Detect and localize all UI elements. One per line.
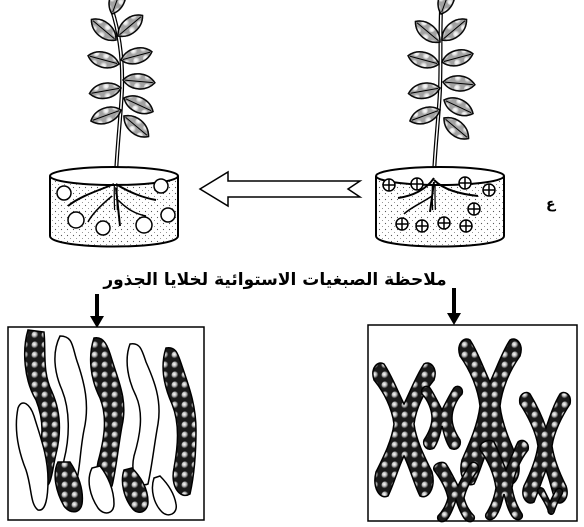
arrow-down-right-icon — [447, 288, 461, 325]
diagram-caption: ملاحظة الصبغيات الاستوائية لخلايا الجذور — [40, 270, 510, 290]
edge-text-fragment: ع — [546, 196, 556, 212]
arrow-down-left-icon — [90, 294, 104, 328]
left-pot-icon — [50, 167, 178, 247]
hollow-arrow-left-icon — [200, 172, 360, 206]
right-pot-icon — [376, 167, 504, 247]
